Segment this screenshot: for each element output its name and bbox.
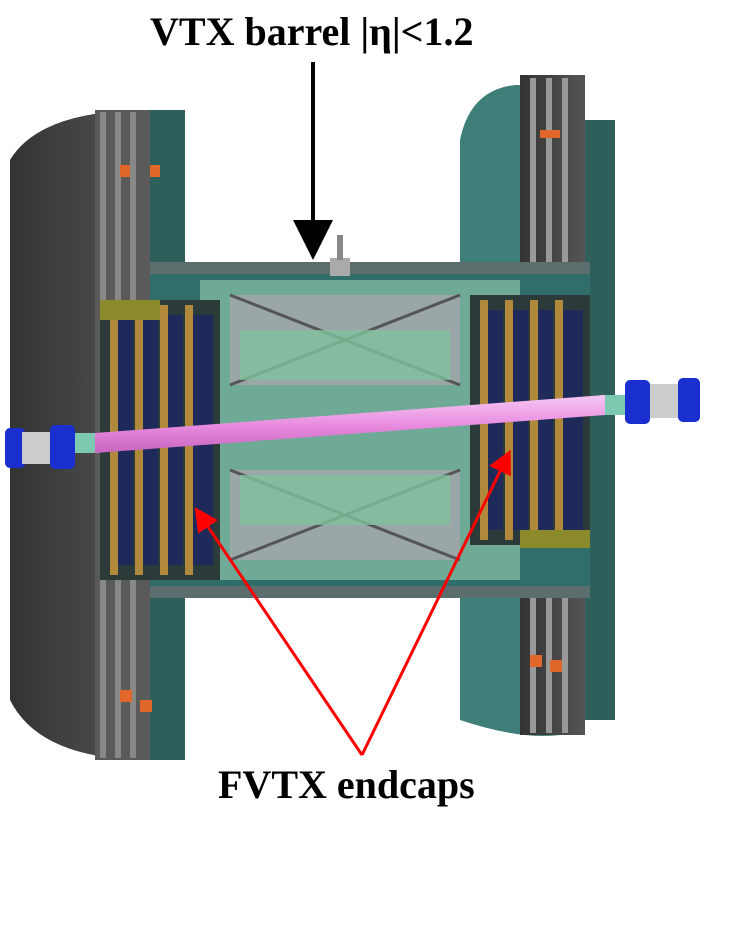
- beam-pipe: [5, 378, 700, 469]
- endcap-arrows: [194, 449, 511, 756]
- connectors: [120, 130, 562, 712]
- fvtx-endcaps-label: FVTX endcaps: [218, 762, 475, 807]
- vtx-barrel-label: VTX barrel |η|<1.2: [150, 9, 474, 54]
